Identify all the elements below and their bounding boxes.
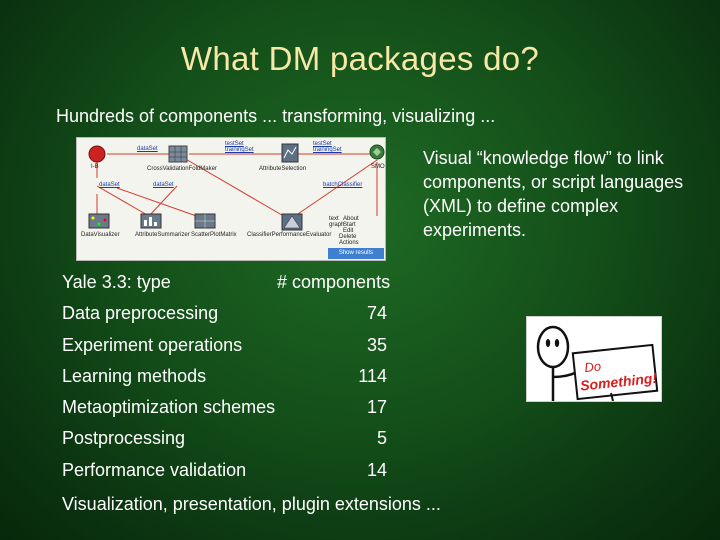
row-count: 74 — [366, 303, 387, 324]
kf-menu-delete[interactable]: Delete — [339, 234, 357, 240]
row-count: 114 — [358, 365, 387, 386]
table-header: Yale 3.3: type # components — [62, 272, 542, 303]
kf-menu-graph[interactable]: graph — [329, 222, 345, 228]
kf-menu-actions[interactable]: Actions — [339, 240, 359, 246]
row-name: Learning methods — [62, 365, 207, 386]
sign-text-do: Do — [584, 358, 602, 375]
kf-label-ib: I-B — [91, 164, 99, 170]
kf-label-datavis: DataVisualizer — [81, 232, 120, 238]
kf-label-testset: testSet — [225, 141, 244, 147]
table-row: Metaoptimization schemes 17 — [62, 397, 542, 428]
kf-label-attrsum: AttributeSummarizer — [135, 232, 190, 238]
node-datavis-icon — [88, 213, 110, 229]
kf-label-trainingset-right: trainingSet — [313, 147, 342, 153]
table-row: Performance validation 14 — [62, 460, 542, 491]
arrow-8 — [291, 159, 378, 219]
row-name: Data preprocessing — [62, 303, 219, 324]
table-row: Data preprocessing 74 — [62, 303, 542, 334]
node-crossval-icon — [168, 145, 188, 163]
row-name: Performance validation — [62, 459, 247, 480]
node-attrsel-icon — [281, 143, 299, 163]
header-count: # components — [277, 272, 391, 292]
knowledge-flow-graph — [88, 143, 385, 231]
row-name: Experiment operations — [62, 334, 243, 355]
arrow-6 — [148, 185, 178, 217]
arrow-7 — [176, 153, 288, 219]
components-table: Yale 3.3: type # components Data preproc… — [62, 272, 542, 491]
node-ib-icon — [88, 145, 106, 163]
stick-figure-icon: Do Something! — [536, 325, 659, 401]
table-row: Experiment operations 35 — [62, 335, 542, 366]
row-count: 17 — [366, 397, 387, 418]
row-name: Postprocessing — [62, 428, 186, 449]
table-row: Learning methods 114 — [62, 366, 542, 397]
kf-label-dataset: dataSet — [137, 146, 158, 152]
kf-menu-text[interactable]: text — [329, 216, 339, 222]
kf-label-smo: SMO — [371, 164, 385, 170]
knowledge-flow-description: Visual “knowledge flow” to link componen… — [423, 148, 684, 240]
row-count: 35 — [366, 334, 387, 355]
row-count: 14 — [366, 459, 387, 480]
show-results-button[interactable]: Show results — [328, 248, 384, 259]
kf-menu-edit[interactable]: Edit — [343, 228, 354, 234]
arrow-11 — [116, 187, 203, 219]
kf-label-batchclassifier: batchClassifier — [323, 182, 363, 188]
arrow-5 — [96, 185, 150, 217]
kf-menu-about[interactable]: About — [343, 216, 359, 222]
kf-label-attrsel: AttributeSelection — [259, 166, 307, 172]
table-footer: Visualization, presentation, plugin exte… — [62, 494, 441, 514]
kf-menu-start[interactable]: Start — [343, 222, 356, 228]
header-type: Yale 3.3: type — [62, 272, 171, 292]
kf-label-classifier-eval: ClassifierPerformanceEvaluator — [247, 232, 332, 238]
table-row: Postprocessing 5 — [62, 428, 542, 459]
node-smo-icon — [369, 144, 385, 160]
slide-subtitle: Hundreds of components ... transforming,… — [56, 106, 496, 126]
slide-title: What DM packages do? — [180, 40, 540, 77]
kf-label-dataset-left2: dataSet — [153, 182, 174, 188]
row-count: 5 — [376, 428, 387, 449]
node-classifier-eval-icon — [281, 213, 303, 231]
kf-label-dataset-left1: dataSet — [99, 182, 120, 188]
node-scatter-icon — [194, 213, 216, 229]
kf-label-crossval: CrossValidationFoldMaker — [147, 166, 217, 172]
knowledge-flow-screenshot: dataSet testSet trainingSet testSet trai… — [76, 137, 386, 261]
do-something-cartoon: Do Something! — [526, 316, 662, 402]
kf-label-trainingset: trainingSet — [225, 147, 254, 153]
kf-label-scatter: ScatterPlotMatrix — [191, 232, 237, 238]
row-name: Metaoptimization schemes — [62, 397, 276, 418]
node-attrsum-icon — [140, 213, 162, 229]
kf-label-testset-right: testSet — [313, 141, 332, 147]
